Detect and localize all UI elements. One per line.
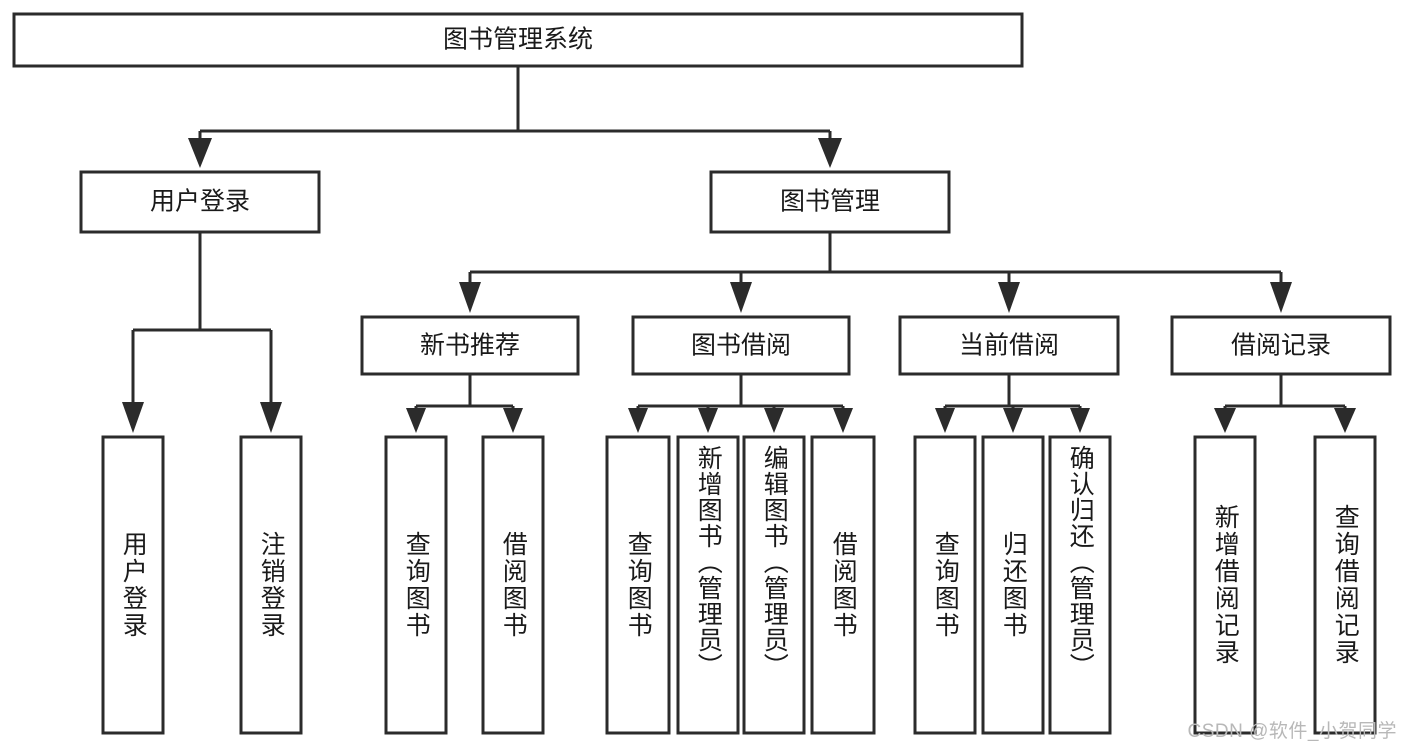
connector-borrow-record-to-leaves [1214, 374, 1356, 433]
connector-book-management-to-level3 [459, 232, 1292, 313]
arrow-head-icon [1003, 408, 1023, 433]
node-book-management-label: 图书管理 [780, 188, 880, 216]
leaf-box-user-logout-action[interactable] [239, 435, 303, 735]
connector-book-borrow-to-leaves [628, 374, 853, 433]
node-user-login[interactable]: 用户登录 [79, 170, 321, 234]
connector-new-book-recommend-to-leaves [406, 374, 523, 433]
arrow-head-icon [833, 408, 853, 433]
node-book-borrow-label: 图书借阅 [691, 332, 791, 360]
arrow-head-icon [998, 282, 1020, 313]
leaf-box-add-borrow-record[interactable] [1193, 435, 1257, 735]
node-new-book-recommend[interactable]: 新书推荐 [360, 315, 580, 376]
leaf-box-query-borrow-record[interactable] [1313, 435, 1377, 735]
node-new-book-recommend-label: 新书推荐 [420, 332, 520, 360]
arrow-head-icon [188, 138, 212, 168]
arrow-head-icon [818, 138, 842, 168]
leaf-box-add-book[interactable] [676, 435, 740, 735]
node-book-management[interactable]: 图书管理 [709, 170, 951, 234]
arrow-head-icon [406, 408, 426, 433]
connector-current-borrow-to-leaves [935, 374, 1090, 433]
connector-root-to-level2 [188, 66, 842, 168]
arrow-head-icon [503, 408, 523, 433]
watermark-text: CSDN @软件_小贺同学 [1187, 721, 1397, 742]
node-user-login-label: 用户登录 [150, 188, 250, 216]
arrow-head-icon [1270, 282, 1292, 313]
leaf-box-query-book-2[interactable] [605, 435, 671, 735]
arrow-head-icon [1070, 408, 1090, 433]
arrow-head-icon [935, 408, 955, 433]
leaf-boxes [101, 435, 1377, 735]
arrow-head-icon [730, 282, 752, 313]
connector-user-login-to-leaves [122, 232, 282, 433]
node-root-system-label: 图书管理系统 [443, 26, 593, 54]
leaf-box-return-book[interactable] [981, 435, 1045, 735]
leaf-box-confirm-return[interactable] [1048, 435, 1112, 735]
node-book-borrow[interactable]: 图书借阅 [631, 315, 851, 376]
leaf-box-user-login-action[interactable] [101, 435, 165, 735]
node-borrow-record[interactable]: 借阅记录 [1170, 315, 1392, 376]
arrow-head-icon [764, 408, 784, 433]
node-current-borrow-label: 当前借阅 [959, 332, 1059, 360]
leaf-box-borrow-book-2[interactable] [810, 435, 876, 735]
arrow-head-icon [260, 402, 282, 433]
node-current-borrow[interactable]: 当前借阅 [898, 315, 1120, 376]
leaf-box-edit-book[interactable] [742, 435, 806, 735]
arrow-head-icon [1214, 408, 1236, 433]
arrow-head-icon [628, 408, 648, 433]
arrow-head-icon [459, 282, 481, 313]
arrow-head-icon [698, 408, 718, 433]
leaf-box-query-book-3[interactable] [913, 435, 977, 735]
node-root-system[interactable]: 图书管理系统 [12, 12, 1024, 68]
arrow-head-icon [1334, 408, 1356, 433]
leaf-box-borrow-book-1[interactable] [481, 435, 545, 735]
node-borrow-record-label: 借阅记录 [1231, 332, 1331, 360]
leaf-box-query-book-1[interactable] [384, 435, 448, 735]
arrow-head-icon [122, 402, 144, 433]
